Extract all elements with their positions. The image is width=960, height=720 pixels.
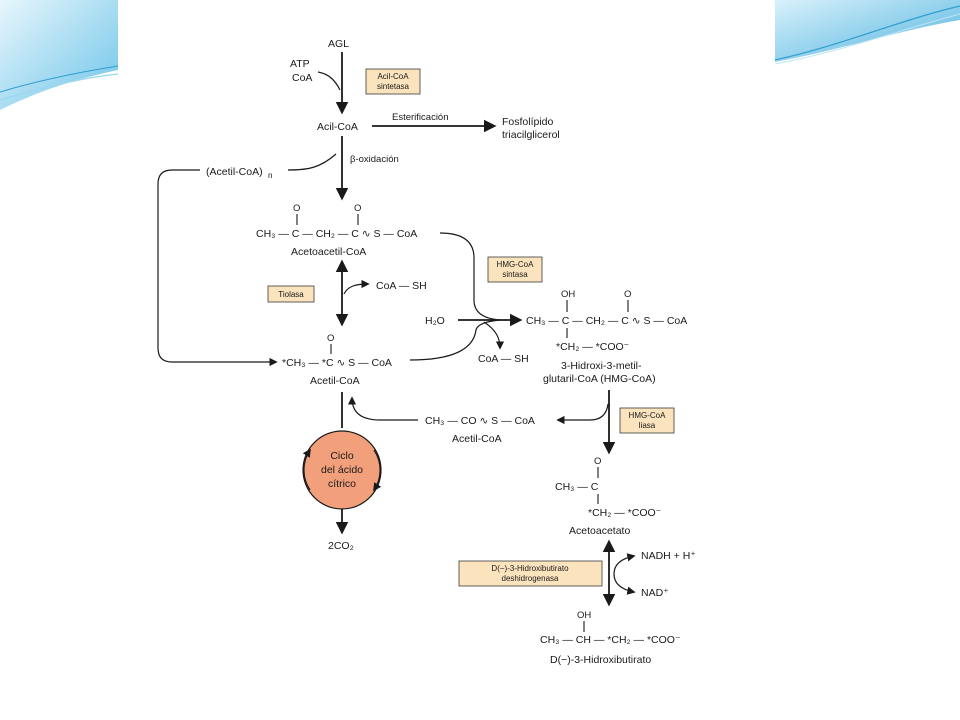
svg-text:*CH₂ — *COO⁻: *CH₂ — *COO⁻ <box>588 507 661 519</box>
svg-text:OH: OH <box>577 610 591 621</box>
svg-text:deshidrogenasa: deshidrogenasa <box>502 574 559 583</box>
coa-sh-release-arrow-2 <box>483 321 505 350</box>
acetil-coa-2-structure: CH₃ — CO ∿ S — CoA <box>425 415 535 427</box>
svg-text:(Acetil-CoA): (Acetil-CoA) <box>206 166 263 178</box>
hidroxibutirato-structure: OH CH₃ — CH — *CH₂ — *COO⁻ <box>540 610 680 646</box>
svg-text:HMG-CoA: HMG-CoA <box>497 260 535 269</box>
svg-text:*CH₂ — *COO⁻: *CH₂ — *COO⁻ <box>556 341 629 353</box>
acetil-coa-structure: O *CH₃ — *C ∿ S — CoA <box>282 333 392 369</box>
content-panel <box>118 0 775 718</box>
enzyme-acil-coa-sintetasa: Acil-CoA sintetasa <box>365 68 421 95</box>
svg-text:CH₃ — C — CH₂ — C ∿ S — CoA: CH₃ — C — CH₂ — C ∿ S — CoA <box>256 228 417 240</box>
svg-text:O: O <box>594 456 601 467</box>
nadh-label: NADH + H⁺ <box>641 550 696 562</box>
acil-coa-label: Acil-CoA <box>317 121 358 133</box>
cycle-right-arrow <box>373 449 382 492</box>
right-wave-decoration <box>774 0 960 65</box>
agl-label: AGL <box>328 38 349 50</box>
coa-sh-label-2: CoA — SH <box>478 353 529 365</box>
acetil-to-hmg-line <box>409 319 501 361</box>
beta-ox-branch-line <box>287 153 337 171</box>
triacilglicerol-label: triacilglicerol <box>502 129 560 141</box>
nad-label: NAD⁺ <box>641 587 669 599</box>
svg-text:CH₃ — CH — *CH₂ — *COO⁻: CH₃ — CH — *CH₂ — *COO⁻ <box>540 634 680 646</box>
acetil-coa-n-loop-arrow <box>157 169 278 367</box>
co2-label: 2CO₂ <box>328 540 354 552</box>
citric-acid-cycle: Ciclo del ácido cítrico <box>302 430 382 510</box>
svg-text:liasa: liasa <box>639 421 656 430</box>
enzyme-hidroxibutirato-deshidrogenasa: D(−)-3-Hidroxibutirato deshidrogenasa <box>458 560 603 587</box>
enzyme-tiolasa: Tiolasa <box>267 285 315 303</box>
atp-coa-input-arrow <box>317 71 341 91</box>
svg-text:CH₃ — C: CH₃ — C <box>555 481 599 493</box>
svg-text:CH₃ — C — CH₂ — C ∿ S — CoA: CH₃ — C — CH₂ — C ∿ S — CoA <box>526 315 687 327</box>
svg-text:D(−)-3-Hidroxibutirato: D(−)-3-Hidroxibutirato <box>491 564 569 573</box>
svg-text:Acil-CoA: Acil-CoA <box>377 72 409 81</box>
svg-text:OH: OH <box>561 289 575 300</box>
acetoacetil-coa-structure: O O CH₃ — C — CH₂ — C ∿ S — CoA <box>256 203 417 240</box>
svg-text:HMG-CoA: HMG-CoA <box>629 411 667 420</box>
acetil-coa-release-arrow <box>556 403 609 425</box>
fosfolipido-label: Fosfolípido <box>502 116 554 128</box>
svg-text:del ácido: del ácido <box>321 464 363 476</box>
acetil-coa-label: Acetil-CoA <box>310 375 360 387</box>
hmg-name-line-1: 3-Hidroxi-3-metil- <box>561 360 642 372</box>
svg-text:sintetasa: sintetasa <box>377 82 410 91</box>
enzyme-hmg-coa-liasa: HMG-CoA liasa <box>619 407 675 434</box>
hmg-coa-structure: OH O CH₃ — C — CH₂ — C ∿ S — CoA *CH₂ — … <box>526 289 687 353</box>
enzyme-hmg-coa-sintasa: HMG-CoA sintasa <box>487 256 543 283</box>
svg-text:*CH₃ — *C ∿ S — CoA: *CH₃ — *C ∿ S — CoA <box>282 357 392 369</box>
svg-text:O: O <box>354 203 361 214</box>
svg-text:sintasa: sintasa <box>502 270 528 279</box>
svg-text:O: O <box>624 289 631 300</box>
acetoacetato-label: Acetoacetato <box>569 525 630 537</box>
nadh-nad-arrow <box>613 553 636 595</box>
coa-sh-release-arrow <box>343 279 370 295</box>
esterificacion-label: Esterificación <box>392 112 449 123</box>
h2o-label: H₂O <box>425 315 445 327</box>
acetil-coa-2-label: Acetil-CoA <box>452 433 502 445</box>
coa-input-label: CoA <box>292 72 312 84</box>
acetil-coa-n-label: (Acetil-CoA) n <box>206 166 272 180</box>
coa-sh-label-1: CoA — SH <box>376 280 427 292</box>
acetoacetil-coa-label: Acetoacetil-CoA <box>291 246 366 258</box>
beta-oxidacion-label: β-oxidación <box>350 154 399 165</box>
acetil-coa-return-arrow <box>347 396 418 421</box>
svg-text:O: O <box>327 333 334 344</box>
acetoacetato-structure: O CH₃ — C *CH₂ — *COO⁻ <box>555 456 661 519</box>
svg-text:Tiolasa: Tiolasa <box>278 290 304 299</box>
cycle-left-arrow <box>302 448 311 491</box>
svg-text:Ciclo: Ciclo <box>330 450 353 462</box>
svg-text:cítrico: cítrico <box>328 478 356 490</box>
left-wave-decoration <box>0 0 119 110</box>
atp-label: ATP <box>290 58 310 70</box>
acetoacetil-to-hmg-line <box>439 232 501 321</box>
svg-text:n: n <box>268 171 272 180</box>
hmg-name-line-2: glutaril-CoA (HMG-CoA) <box>543 373 656 385</box>
svg-text:O: O <box>293 203 300 214</box>
hidroxibutirato-label: D(−)-3-Hidroxibutirato <box>550 654 651 666</box>
